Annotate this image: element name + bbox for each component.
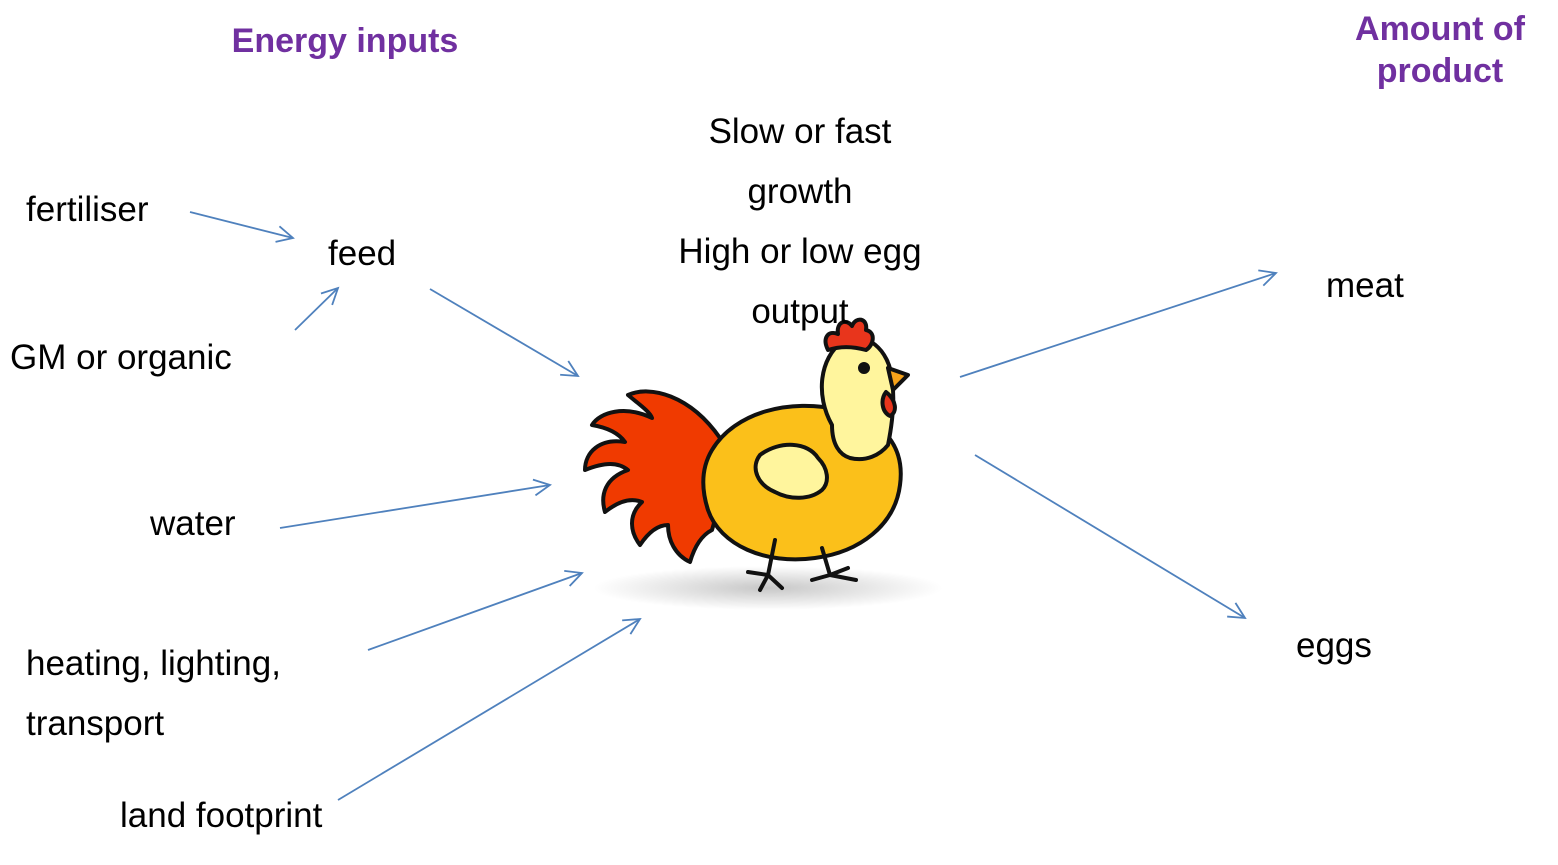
- label-heating-line2: transport: [26, 704, 165, 743]
- traits-line3: High or low egg: [678, 232, 922, 271]
- arrow-water-to-chicken: [279, 485, 550, 529]
- label-fertiliser: fertiliser: [26, 190, 149, 229]
- arrow-heating-to-chicken: [367, 573, 582, 651]
- chicken-wing: [753, 442, 829, 500]
- label-eggs: eggs: [1296, 626, 1372, 665]
- chicken-eye: [858, 362, 870, 374]
- amount-of-product-heading: Amount of product: [1310, 8, 1558, 92]
- label-heating-lighting-transport: heating, lighting, transport: [26, 634, 281, 754]
- arrow-feed-to-chicken: [429, 288, 578, 376]
- label-water: water: [150, 504, 236, 543]
- arrow-chicken-to-eggs: [974, 454, 1245, 618]
- traits-text: Slow or fast growth High or low egg outp…: [640, 102, 960, 342]
- chicken-wattle: [880, 390, 897, 418]
- chicken-shadow: [593, 566, 943, 610]
- chicken-comb: [823, 317, 875, 352]
- chicken-leg-right: [810, 546, 858, 582]
- energy-inputs-heading: Energy inputs: [231, 22, 459, 60]
- label-gm-or-organic: GM or organic: [10, 338, 232, 377]
- arrow-chicken-to-meat: [959, 273, 1276, 378]
- traits-line2: growth: [747, 172, 853, 211]
- amount-of-product-heading-line1: Amount of: [1355, 10, 1525, 48]
- label-feed: feed: [328, 234, 397, 273]
- chicken-beak: [886, 366, 910, 392]
- chicken-tail: [583, 389, 724, 564]
- traits-line1: Slow or fast: [708, 112, 892, 151]
- traits-line4: output: [751, 292, 849, 331]
- label-land-footprint: land footprint: [120, 796, 323, 835]
- label-heating-line1: heating, lighting,: [26, 644, 281, 683]
- amount-of-product-heading-line2: product: [1376, 52, 1504, 90]
- label-meat: meat: [1326, 266, 1404, 305]
- arrow-gm-to-feed: [294, 288, 338, 331]
- arrow-fertiliser-to-feed: [189, 211, 293, 238]
- arrow-land-to-chicken: [337, 619, 640, 801]
- chicken-leg-left: [746, 538, 784, 592]
